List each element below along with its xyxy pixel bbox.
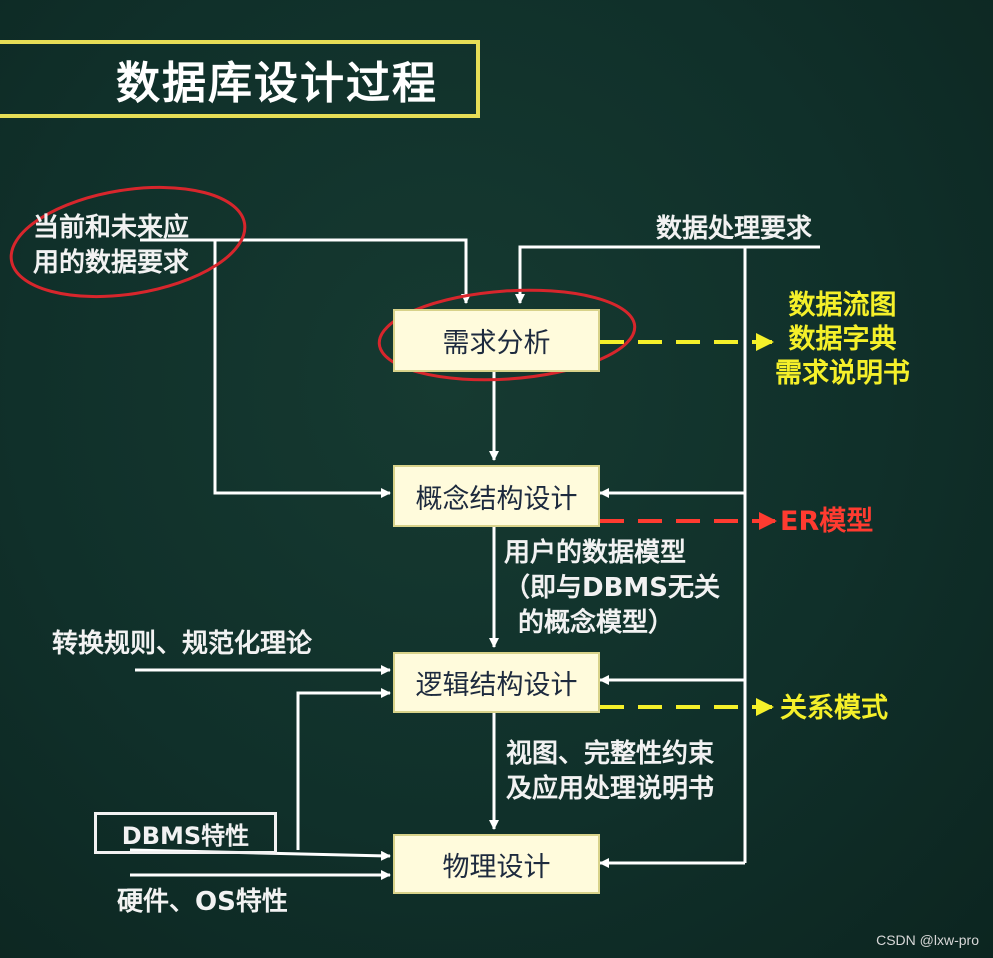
input-label-processing-req: 数据处理要求 xyxy=(656,214,813,244)
input-label-conversion-rules: 转换规则、规范化理论 xyxy=(52,629,313,659)
step-conceptual-design: 概念结构设计 xyxy=(393,465,600,527)
input-line-data-req-to-concept xyxy=(213,240,391,498)
step-physical-design: 物理设计 xyxy=(393,834,600,894)
step-logical-design: 逻辑结构设计 xyxy=(393,652,600,713)
input-label-data-req: 当前和未来应 用的数据要求 xyxy=(33,211,189,281)
note-views-constraints-line-1: 视图、完整性约束 xyxy=(506,739,715,769)
input-line-processing-req xyxy=(515,245,820,304)
watermark: CSDN @lxw-pro xyxy=(876,932,979,948)
output-data-dictionary: 数据字典 xyxy=(788,324,897,355)
output-er-model: ER模型 xyxy=(780,506,874,537)
page-title: 数据库设计过程 xyxy=(0,40,480,118)
output-dataflow: 数据流图 xyxy=(788,290,897,321)
note-views-constraints: 视图、完整性约束 及应用处理说明书 xyxy=(506,737,714,807)
input-label-hardware: 硬件、OS特性 xyxy=(117,887,288,917)
input-label-data-req-line-2: 用的数据要求 xyxy=(33,248,190,278)
output-relational-schema: 关系模式 xyxy=(780,693,888,724)
step-requirements-analysis: 需求分析 xyxy=(393,309,600,372)
note-user-data-model-line-3: 的概念模型） xyxy=(518,608,675,638)
input-label-dbms: DBMS特性 xyxy=(94,812,277,854)
input-label-data-req-line-1: 当前和未来应 xyxy=(33,213,190,243)
input-line-data-req xyxy=(140,238,471,304)
annotation-circle-data-req xyxy=(9,185,247,299)
output-req-artifacts: 数据流图 数据字典 需求说明书 xyxy=(775,289,910,391)
annotation-circle-req-analysis xyxy=(377,288,637,382)
note-user-data-model: 用户的数据模型 （即与DBMS无关 的概念模型） xyxy=(504,536,720,641)
output-requirements-spec: 需求说明书 xyxy=(775,358,910,389)
dbms-to-logic xyxy=(296,688,391,850)
note-user-data-model-line-2: （即与DBMS无关 xyxy=(504,573,720,603)
note-views-constraints-line-2: 及应用处理说明书 xyxy=(506,774,715,804)
note-user-data-model-line-1: 用户的数据模型 xyxy=(504,538,687,568)
